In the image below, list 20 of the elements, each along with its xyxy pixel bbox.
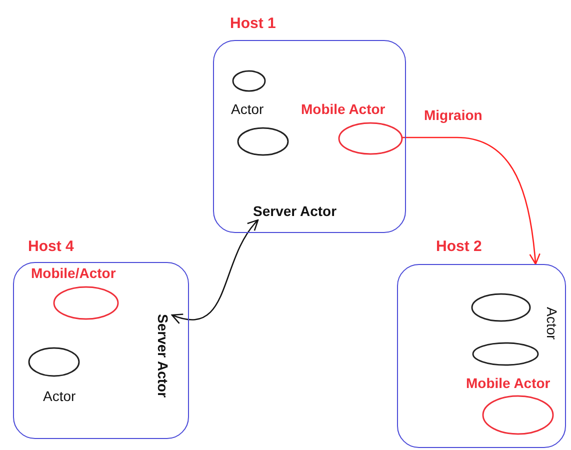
actor-label: Mobile/Actor: [31, 265, 116, 281]
actor-label: Mobile Actor: [466, 375, 550, 391]
server-actor-label: Server Actor: [155, 314, 171, 398]
host-heading: Host 1: [230, 15, 276, 32]
actor-ellipse: [232, 70, 266, 92]
actor-ellipse: [53, 286, 119, 320]
actor-label: Actor: [544, 307, 560, 340]
actor-ellipse: [338, 122, 403, 155]
host-heading: Host 4: [28, 238, 74, 255]
actor-ellipse: [237, 127, 289, 156]
actor-ellipse: [482, 395, 554, 435]
actor-label: Actor: [43, 388, 76, 404]
actor-ellipse: [28, 347, 80, 377]
server-actor-label: Server Actor: [253, 203, 337, 219]
host-heading: Host 2: [436, 238, 482, 255]
edge-label: Migraion: [424, 107, 482, 123]
actor-label: Mobile Actor: [301, 101, 386, 117]
actor-label: Actor: [231, 101, 264, 117]
actor-ellipse: [472, 342, 539, 366]
actor-ellipse: [471, 293, 531, 322]
